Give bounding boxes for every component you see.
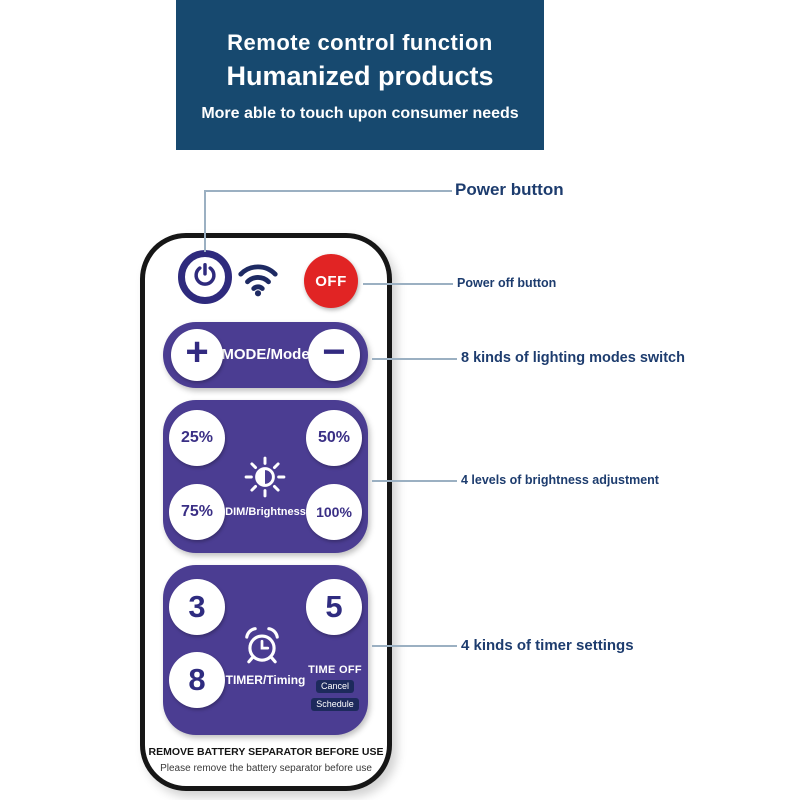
mode-plus-button: + [171,329,223,381]
brightness-panel: 25% 50% 75% 100% [163,400,368,553]
header-banner: Remote control function Humanized produc… [176,0,544,150]
brightness-panel-label: DIM/Brightness [225,506,306,518]
timer-panel: 3 5 8 TIME [163,565,368,735]
mode-panel-label: MODE/Mode [221,346,310,363]
timer-panel-label: TIMER/Timing [225,673,306,687]
sun-brightness-icon [244,456,286,503]
leader-line-power-vertical [204,190,206,252]
brightness-75-button: 75% [169,484,225,540]
annotation-lighting-modes: 8 kinds of lighting modes switch [461,350,685,366]
banner-line-1: Remote control function [227,30,493,55]
banner-line-3: More able to touch upon consumer needs [201,105,519,122]
schedule-badge: Schedule [311,698,359,711]
leader-line-power [204,190,452,192]
remote-control-body: OFF MODE/Mode + − 25% 50% 75% 100% [140,233,392,791]
time-off-label: TIME OFF [308,664,362,676]
banner-line-2: Humanized products [226,61,494,91]
brightness-100-button: 100% [306,484,362,540]
mode-panel: MODE/Mode + − [163,322,368,388]
annotation-timer-settings: 4 kinds of timer settings [461,637,634,654]
wifi-icon [235,257,281,304]
leader-line-brightness [372,480,457,482]
mode-minus-button: − [308,329,360,381]
cancel-badge: Cancel [315,680,354,693]
minus-icon: − [322,330,346,374]
power-icon [192,262,218,293]
alarm-clock-icon [241,625,283,672]
time-off-button: TIME OFF Cancel Schedule [293,664,377,712]
annotation-brightness-adjustment: 4 levels of brightness adjustment [461,473,659,487]
leader-line-modes [372,358,457,360]
power-off-button: OFF [304,254,358,308]
timer-3-button: 3 [169,579,225,635]
timer-5-button: 5 [306,579,362,635]
leader-line-power-off [363,283,453,285]
leader-line-timer [372,645,457,647]
brightness-25-button: 25% [169,410,225,466]
power-button [178,250,232,304]
off-button-label: OFF [315,272,347,290]
battery-warning-subtitle: Please remove the battery separator befo… [160,763,372,774]
timer-8-button: 8 [169,652,225,708]
brightness-50-button: 50% [306,410,362,466]
plus-icon: + [185,330,209,374]
annotation-power-button: Power button [455,180,564,199]
battery-warning-title: REMOVE BATTERY SEPARATOR BEFORE USE [148,746,384,758]
annotation-power-off-button: Power off button [457,276,557,290]
